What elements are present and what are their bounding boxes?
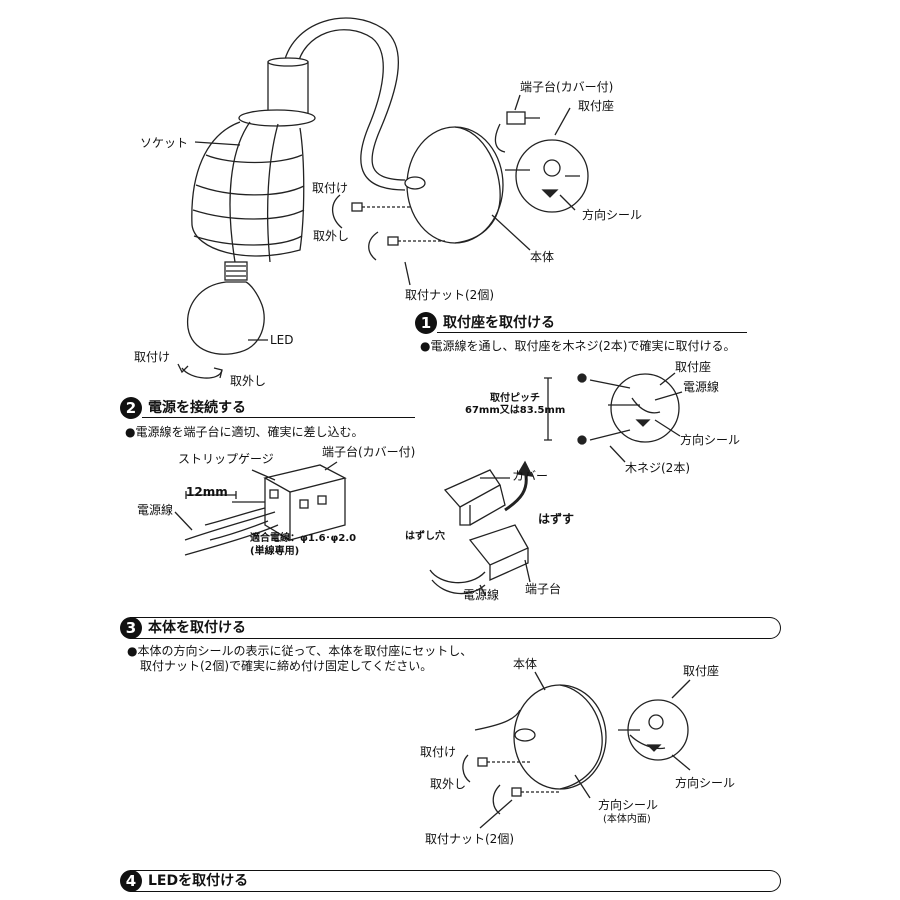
wire-spec: 適合電線：φ1.6･φ2.0: [250, 533, 357, 544]
step3-attach-label: 取付け: [420, 745, 457, 759]
step3-note-line1: ●本体の方向シールの表示に従って、本体を取付座にセットし、: [127, 644, 473, 658]
step3-direction-seal-inner-note: (本体内面): [603, 814, 651, 825]
step1-number: 1: [415, 312, 437, 334]
step3-nut-label: 取付ナット(2個): [425, 832, 514, 846]
step3-direction-seal-label: 方向シール: [675, 776, 736, 790]
led-attach-label: 取付け: [134, 350, 171, 364]
step1-mount-drawing: [429, 372, 683, 596]
step3-note-line2: 取付ナット(2個)で確実に締め付け固定してください。: [140, 659, 433, 673]
step3-number: 3: [120, 617, 142, 639]
screw-label: 木ネジ(2本): [625, 461, 690, 475]
step1-terminal-label: 端子台: [525, 582, 562, 596]
direction-seal-label: 方向シール: [582, 208, 643, 222]
step2-terminal-drawing: [174, 461, 347, 556]
step3-direction-seal-inner-label: 方向シール: [598, 798, 659, 812]
step4-header: 4 LEDを取付ける: [120, 870, 782, 892]
pitch-title: 取付ピッチ: [490, 393, 540, 404]
cover-label: カバー: [512, 469, 549, 483]
detach-label: 取外し: [313, 229, 350, 243]
step3-header: 3 本体を取付ける: [120, 617, 782, 639]
body-label: 本体: [530, 250, 555, 264]
step2-number: 2: [120, 397, 142, 419]
step1-direction-seal-label: 方向シール: [680, 433, 741, 447]
step3-mount-plate-label: 取付座: [683, 664, 720, 678]
step2-terminal-cover-label: 端子台(カバー付): [322, 445, 416, 459]
step1-header: 1 取付座を取付ける: [415, 312, 747, 334]
remove-label: はずす: [538, 512, 575, 526]
nut-label: 取付ナット(2個): [405, 288, 494, 302]
step4-title: LEDを取付ける: [148, 873, 249, 889]
step1-cable-label2: 電源線: [463, 588, 500, 602]
socket-label: ソケット: [140, 136, 189, 150]
wire-type: (単線専用): [250, 546, 300, 557]
step2-cable-label: 電源線: [137, 503, 174, 517]
step3-body-drawing: [462, 671, 691, 829]
release-hole-label: はずし穴: [405, 531, 445, 542]
step3-body-label: 本体: [513, 657, 538, 671]
step1-mount-plate-label: 取付座: [675, 360, 712, 374]
step1-note: ●電源線を通し、取付座を木ネジ(2本)で確実に取付ける。: [420, 339, 736, 353]
step1-title: 取付座を取付ける: [443, 315, 555, 331]
terminal-cover-label: 端子台(カバー付): [520, 80, 614, 94]
step2-header: 2 電源を接続する: [120, 397, 415, 419]
attach-label: 取付け: [312, 181, 349, 195]
step1-cable-label: 電源線: [683, 380, 720, 394]
led-label: LED: [270, 333, 294, 347]
lamp-arm-drawing: [177, 17, 589, 379]
step3-title: 本体を取付ける: [148, 620, 246, 636]
led-detach-label: 取外し: [230, 374, 267, 388]
step2-note: ●電源線を端子台に適切、確実に差し込む。: [125, 425, 364, 439]
strip-gauge-label: ストリップゲージ: [178, 452, 274, 466]
step4-number: 4: [120, 870, 142, 892]
mount-plate-label: 取付座: [578, 99, 615, 113]
step3-detach-label: 取外し: [430, 777, 467, 791]
step2-title: 電源を接続する: [148, 400, 246, 416]
strip-length: 12mm: [186, 485, 228, 499]
pitch-value: 67mm又は83.5mm: [465, 405, 566, 416]
